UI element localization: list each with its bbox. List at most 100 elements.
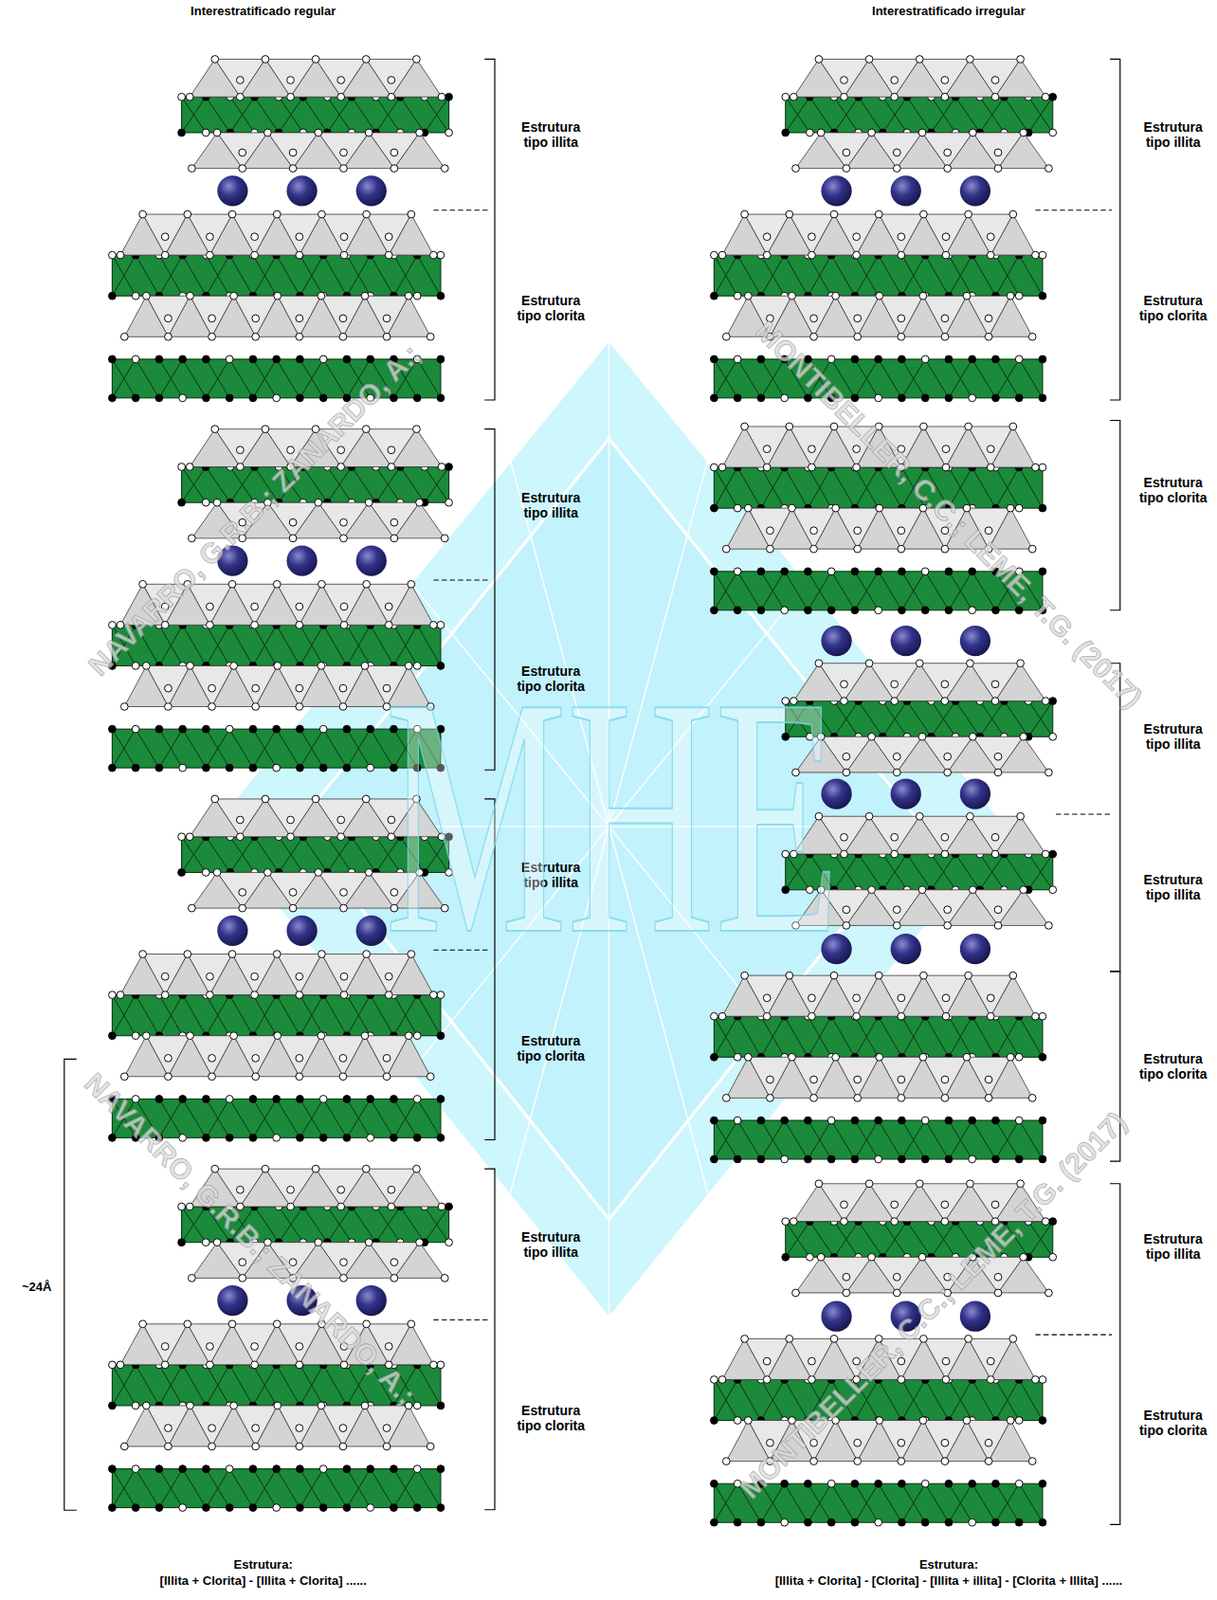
- atom-dot: [766, 544, 775, 553]
- atom-dot: [851, 606, 859, 615]
- tetrahedron: [254, 1324, 300, 1365]
- atom-dot: [337, 463, 346, 472]
- atom-dot: [941, 1075, 949, 1084]
- atom-dot: [361, 291, 369, 300]
- atom-dot: [261, 425, 270, 434]
- atom-dot: [827, 1518, 836, 1526]
- atom-dot: [382, 1442, 391, 1451]
- atom-dot: [992, 606, 1000, 615]
- atom-dot: [827, 1116, 836, 1125]
- atom-dot: [1038, 1155, 1047, 1163]
- atom-dot: [295, 314, 304, 323]
- atom-dot: [206, 233, 215, 241]
- atom-dot: [898, 1376, 907, 1384]
- atom-dot: [808, 1357, 817, 1365]
- atom-dot: [1015, 291, 1023, 300]
- atom-dot: [287, 816, 295, 824]
- atom-dot: [296, 1133, 305, 1142]
- chlorite-layer: [710, 210, 1047, 402]
- atom-dot: [387, 92, 396, 101]
- atom-dot: [202, 355, 211, 364]
- atom-dot: [251, 233, 259, 241]
- atom-dot: [890, 1200, 899, 1209]
- tetrahedron: [947, 132, 999, 169]
- atom-dot: [178, 92, 186, 101]
- atom-dot: [840, 1217, 849, 1226]
- tetrahedron: [341, 58, 392, 97]
- atom-dot: [339, 703, 347, 711]
- atom-dot: [236, 833, 244, 841]
- atom-dot: [295, 1424, 304, 1433]
- atom-dot: [944, 567, 953, 576]
- tetrahedron: [856, 975, 902, 1017]
- atom-dot: [416, 498, 424, 507]
- atom-dot: [1038, 251, 1047, 259]
- structure-caption: [Illita + Clorita] - [Illita + Clorita] …: [160, 1574, 367, 1589]
- tetrahedron: [722, 426, 767, 468]
- atom-dot: [178, 1238, 186, 1247]
- tetrahedron: [344, 954, 389, 996]
- atom-dot: [710, 1376, 719, 1384]
- atom-dot: [228, 210, 237, 218]
- tetrahedron: [990, 214, 1036, 255]
- atom-dot: [941, 1217, 949, 1226]
- atom-dot: [898, 1479, 907, 1488]
- atom-dot: [384, 251, 393, 259]
- atom-dot: [994, 148, 1002, 157]
- atom-dot: [249, 725, 257, 733]
- octahedron-edges: [111, 995, 441, 1036]
- tetrahedron: [391, 58, 442, 97]
- atom-dot: [853, 1075, 862, 1084]
- tetrahedron: [209, 583, 255, 625]
- atom-dot: [874, 1116, 883, 1125]
- atom-dot: [390, 1258, 399, 1267]
- atom-dot: [874, 355, 883, 364]
- atom-dot: [363, 950, 371, 959]
- atom-dot: [183, 1320, 192, 1328]
- atom-dot: [340, 164, 348, 173]
- tetrahedron: [856, 214, 902, 255]
- atom-dot: [853, 314, 862, 323]
- atom-dot: [390, 1133, 399, 1142]
- tetrahedron: [167, 295, 212, 337]
- atom-dot: [1028, 1093, 1036, 1102]
- atom-dot: [416, 1238, 424, 1247]
- atom-dot: [781, 1253, 790, 1261]
- atom-dot: [183, 950, 192, 959]
- tetrahedron: [944, 816, 996, 854]
- tetrahedron: [769, 1056, 814, 1098]
- atom-dot: [942, 994, 950, 1002]
- tetrahedron: [814, 1056, 858, 1098]
- atom-dot: [206, 620, 215, 629]
- tetrahedron: [998, 736, 1049, 773]
- atom-dot: [897, 1093, 906, 1102]
- atom-dot: [251, 1361, 259, 1369]
- atom-dot: [991, 76, 1000, 85]
- atom-dot: [853, 233, 861, 241]
- atom-dot: [339, 314, 347, 323]
- tetrahedron: [255, 1035, 300, 1077]
- tetrahedron: [945, 1338, 991, 1380]
- atom-dot: [865, 55, 873, 64]
- atom-dot: [211, 425, 219, 434]
- atom-dot: [919, 1416, 927, 1425]
- dashed-divider: [1055, 814, 1112, 816]
- atom-dot: [744, 1053, 752, 1061]
- atom-dot: [968, 1518, 977, 1526]
- atom-dot: [339, 684, 347, 692]
- atom-dot: [718, 1376, 727, 1384]
- octahedral-sheet: [181, 96, 450, 133]
- tetrahedron: [209, 954, 255, 996]
- atom-dot: [164, 314, 173, 323]
- atom-dot: [757, 1116, 765, 1125]
- atom-dot: [387, 1202, 396, 1211]
- tetrahedron: [945, 214, 991, 255]
- atom-dot: [295, 332, 304, 341]
- bracket: [1109, 663, 1121, 972]
- atom-dot: [343, 1133, 351, 1142]
- atom-dot: [340, 972, 348, 981]
- tetrahedron: [391, 1168, 442, 1207]
- atom-dot: [944, 1518, 953, 1526]
- atom-dot: [762, 1012, 771, 1020]
- atom-dot: [437, 92, 446, 101]
